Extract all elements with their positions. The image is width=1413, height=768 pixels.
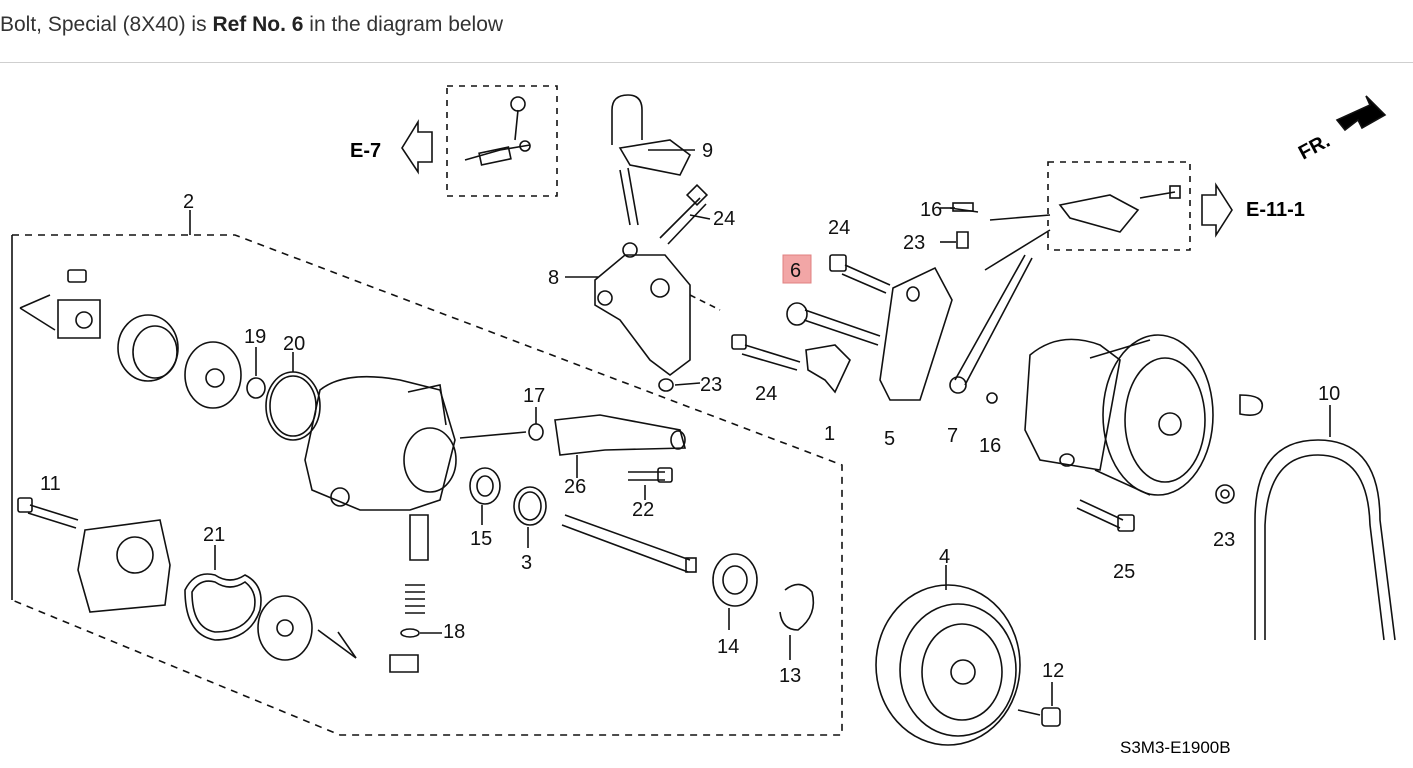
parts-diagram: 1 2 3 4 5 6 7 8 9 10 11 12 13 14 15 16 1… <box>11 85 1396 757</box>
label-24c[interactable]: 24 <box>755 383 777 405</box>
label-11[interactable]: 11 <box>40 473 61 495</box>
divider <box>0 62 1413 63</box>
label-12[interactable]: 12 <box>1042 660 1064 682</box>
label-16a[interactable]: 16 <box>920 199 942 221</box>
label-16b[interactable]: 16 <box>979 435 1001 457</box>
label-20[interactable]: 20 <box>283 333 305 355</box>
ref-e11-1[interactable]: E-11-1 <box>1246 199 1305 221</box>
front-direction-label: FR. <box>1295 130 1334 165</box>
label-15[interactable]: 15 <box>470 528 492 550</box>
label-24a[interactable]: 24 <box>713 208 735 230</box>
label-6[interactable]: 6 <box>790 260 801 282</box>
label-5[interactable]: 5 <box>884 428 895 450</box>
label-24b[interactable]: 24 <box>828 217 850 239</box>
label-23a[interactable]: 23 <box>903 232 925 254</box>
caption-ref: Ref No. 6 <box>212 13 304 36</box>
caption-prefix: Bolt, Special (8X40) is <box>0 13 213 36</box>
label-18[interactable]: 18 <box>443 621 465 643</box>
label-26[interactable]: 26 <box>564 476 586 498</box>
diagram-code: S3M3-E1900B <box>1120 738 1231 757</box>
label-21[interactable]: 21 <box>203 524 225 546</box>
label-23b[interactable]: 23 <box>700 374 722 396</box>
label-14[interactable]: 14 <box>717 636 739 658</box>
caption: Bolt, Special (8X40) is Ref No. 6 in the… <box>0 13 503 37</box>
label-25[interactable]: 25 <box>1113 561 1135 583</box>
ref-e7[interactable]: E-7 <box>350 140 381 162</box>
caption-suffix: in the diagram below <box>303 13 504 36</box>
label-23c[interactable]: 23 <box>1213 529 1235 551</box>
label-8[interactable]: 8 <box>548 267 559 289</box>
label-10[interactable]: 10 <box>1318 383 1340 405</box>
label-7[interactable]: 7 <box>947 425 958 447</box>
label-17[interactable]: 17 <box>523 385 545 407</box>
label-9[interactable]: 9 <box>702 140 713 162</box>
highlight-box <box>782 254 812 284</box>
label-22[interactable]: 22 <box>632 499 654 521</box>
label-2[interactable]: 2 <box>183 191 194 213</box>
label-13[interactable]: 13 <box>779 665 801 687</box>
label-3[interactable]: 3 <box>521 552 532 574</box>
label-4[interactable]: 4 <box>939 546 950 568</box>
label-1[interactable]: 1 <box>824 423 835 445</box>
label-19[interactable]: 19 <box>244 326 266 348</box>
